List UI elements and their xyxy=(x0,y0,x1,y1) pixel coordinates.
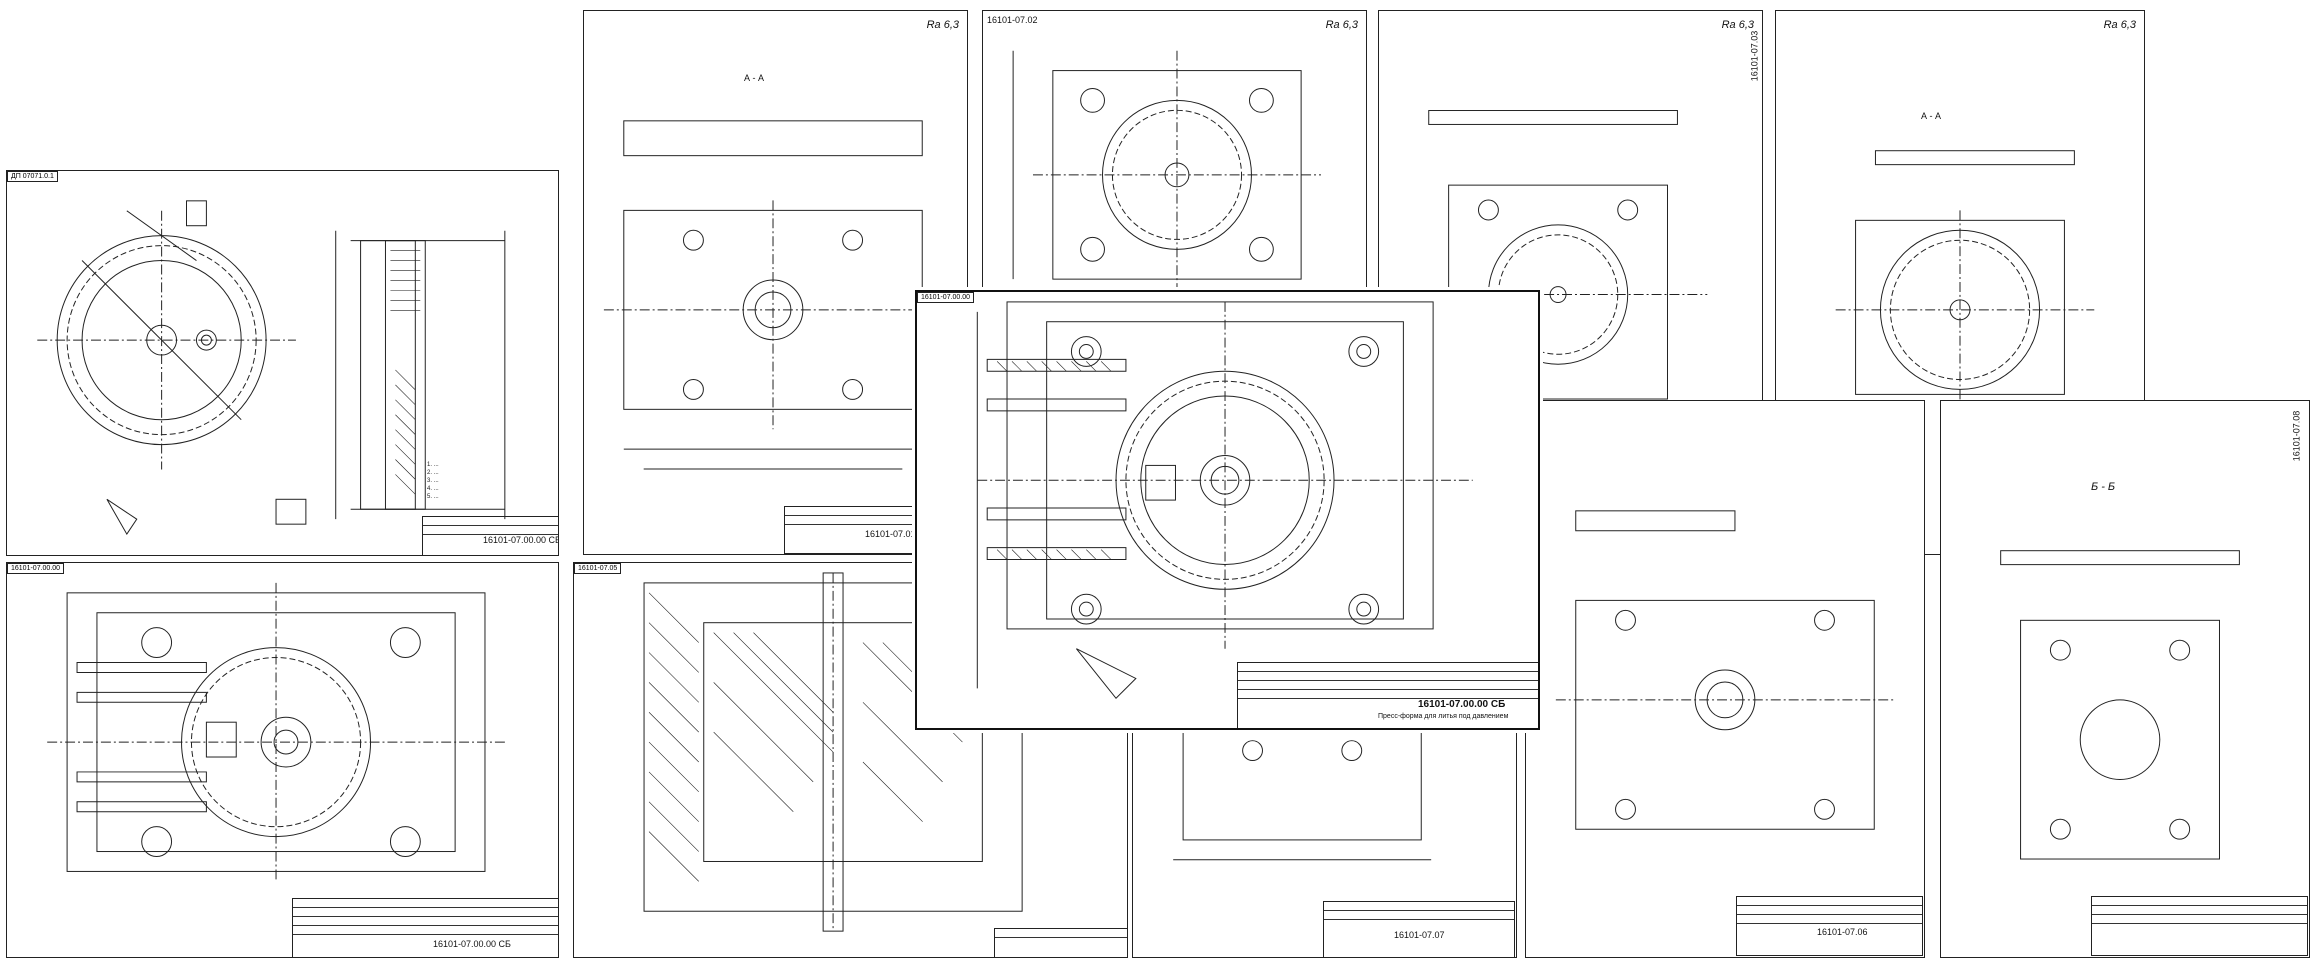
sheet-6-title-block: 16101-07.00.00 СБ xyxy=(292,898,558,957)
drawing-sheet-10-graphics xyxy=(2000,550,2240,860)
drawing-sheet-10[interactable]: 16101-07.08 Б - Б xyxy=(1940,400,2310,958)
main-drawing-graphics xyxy=(976,301,1473,700)
sheet-4-roughness: Ra 6,3 xyxy=(1721,19,1754,31)
sheet-1-title-code: 16101-07.00.00 СБ xyxy=(483,535,559,545)
sheet-8-title-code: 16101-07.06 xyxy=(1817,927,1868,937)
main-title-name: Пресс-форма для литья под давлением xyxy=(1378,713,1509,720)
sheet-9-title-code: 16101-07.07 xyxy=(1394,930,1445,940)
sheet-2-section: А - А xyxy=(744,73,765,83)
sheet-10-section: Б - Б xyxy=(2091,481,2116,493)
sheet-7-title-block xyxy=(994,928,1127,957)
drawing-sheet-5-graphics xyxy=(1835,150,2095,405)
sheet-5-roughness: Ra 6,3 xyxy=(2103,19,2136,31)
sheet-1-corner-code: ДП 07071.0.1 xyxy=(7,171,58,182)
sheet-6-corner-code: 16101-07.00.00 xyxy=(7,563,65,574)
drawing-sheet-8[interactable]: 16101-07.06 xyxy=(1525,400,1925,958)
sheet-1-notes: 1. ...2. ...3. ...4. ...5. ... xyxy=(427,462,439,500)
sheet-3-code: 16101-07.02 xyxy=(987,15,1038,25)
drawing-sheet-7-graphics xyxy=(643,572,1023,932)
drawing-sheet-3[interactable]: 16101-07.02 Ra 6,3 xyxy=(982,10,1367,300)
sheet-2-title-code: 16101-07.01 xyxy=(865,529,916,539)
sheet-3-roughness: Ra 6,3 xyxy=(1325,19,1358,31)
sheet-10-title-block xyxy=(2091,896,2308,956)
sheet-2-roughness: Ra 6,3 xyxy=(926,19,959,31)
sheet-8-title-block: 16101-07.06 xyxy=(1736,896,1923,956)
main-title-code: 16101-07.00.00 СБ xyxy=(1418,699,1506,710)
drawing-sheet-2-graphics xyxy=(603,120,943,470)
main-corner-code: 16101-07.00.00 xyxy=(917,292,975,303)
sheet-4-code: 16101-07.03 xyxy=(1749,30,1760,82)
drawing-sheet-9[interactable]: 16101-07.07 xyxy=(1132,700,1517,958)
main-drawing-sheet[interactable]: 16101-07.00.00 16101-07.00.00 СБ Пресс-ф… xyxy=(915,290,1540,730)
drawing-sheet-1-graphics xyxy=(37,200,506,536)
drawing-sheet-8-graphics xyxy=(1555,510,1895,830)
sheet-6-title-code: 16101-07.00.00 СБ xyxy=(433,939,511,949)
sheet-9-title-block: 16101-07.07 xyxy=(1323,901,1515,957)
sheet-5-section: А - А xyxy=(1921,111,1942,121)
drawing-sheet-1[interactable]: ДП 07071.0.1 1. ...2. ...3. ...4. ...5. … xyxy=(6,170,559,556)
main-title-block: 16101-07.00.00 СБ Пресс-форма для литья … xyxy=(1237,662,1538,728)
sheet-10-code: 16101-07.08 xyxy=(2291,410,2302,462)
drawing-sheet-6[interactable]: 16101-07.00.00 16101-07.00.00 СБ xyxy=(6,562,559,958)
sheet-1-title-block: 16101-07.00.00 СБ xyxy=(422,516,559,555)
drawing-sheet-6-graphics xyxy=(47,582,505,882)
sheet-7-corner-code: 16101-07.05 xyxy=(574,563,622,574)
drawing-sheet-3-graphics xyxy=(1012,50,1321,295)
drawing-sheet-2[interactable]: Ra 6,3 А - А 16101-07.01 xyxy=(583,10,968,555)
